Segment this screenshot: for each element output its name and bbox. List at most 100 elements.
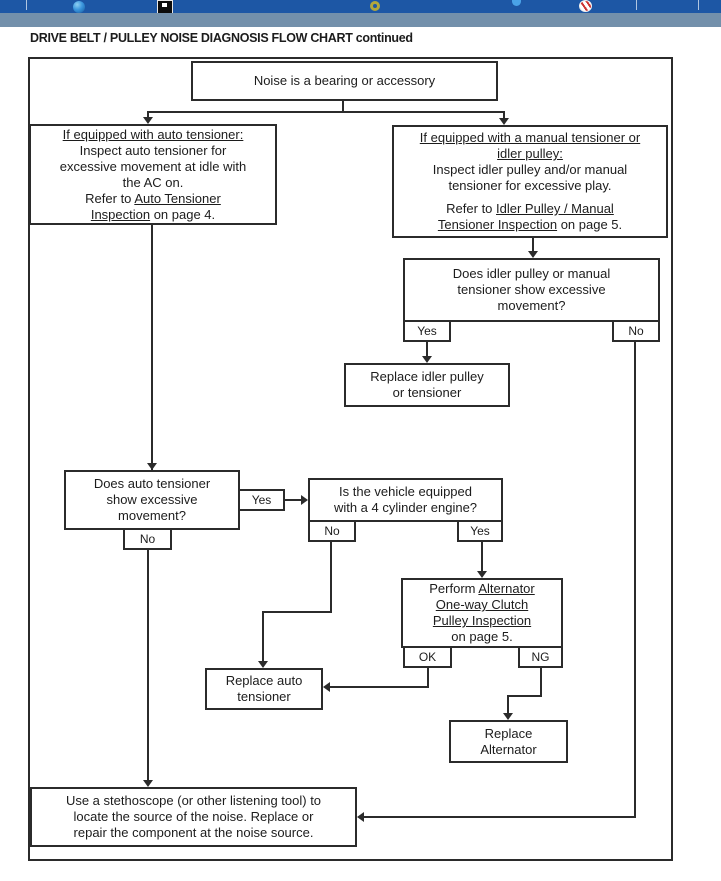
no-text: No	[628, 324, 644, 338]
replace-idler-line: Replace idler pulley	[370, 369, 484, 384]
auto-tensioner-inspection-link[interactable]: Inspection	[90, 206, 151, 222]
flow-connector	[507, 695, 542, 697]
flow-connector	[427, 666, 429, 688]
auto-branch-heading: If equipped with auto tensioner:	[62, 126, 244, 142]
manual-branch-heading: idler pulley:	[497, 146, 563, 161]
flow-connector	[532, 236, 534, 252]
alternator-inspection-box: Perform Alternator One-way Clutch Pulley…	[401, 578, 563, 648]
vehicle-no-label: No	[308, 520, 356, 542]
arrow-down-icon	[503, 713, 513, 720]
replace-idler-line: or tensioner	[392, 385, 462, 400]
document-icon[interactable]	[157, 0, 173, 13]
manual-branch-refer-line: Refer to Idler Pulley / Manual	[446, 201, 614, 217]
flow-connector	[540, 666, 542, 697]
stethoscope-line: Use a stethoscope (or other listening to…	[65, 793, 322, 808]
flow-connector	[481, 540, 483, 573]
idler-decision-line: Does idler pulley or manual	[452, 266, 611, 281]
no-text: No	[324, 524, 340, 538]
replace-auto-line: Replace auto	[225, 673, 303, 688]
auto-tensioner-inspection-link[interactable]: Auto Tensioner	[134, 190, 221, 206]
yes-text: Yes	[470, 524, 490, 538]
no-text: No	[139, 532, 156, 546]
flow-connector	[634, 341, 636, 818]
arrow-left-icon	[357, 812, 364, 822]
ng-text: NG	[531, 650, 550, 664]
auto-yes-label: Yes	[238, 489, 285, 511]
idler-no-label: No	[612, 320, 660, 342]
alternator-clutch-inspection-link[interactable]: Pulley Inspection	[432, 613, 532, 628]
auto-branch-line: excessive movement at idle with	[59, 158, 247, 174]
app-toolbar	[0, 0, 721, 13]
ring-icon[interactable]	[370, 1, 380, 11]
auto-decision-line: movement?	[118, 508, 186, 523]
manual-branch-heading: If equipped with a manual tensioner or	[419, 130, 641, 145]
toolbar-separator	[26, 0, 27, 10]
flow-connector	[262, 611, 264, 663]
flow-connector	[364, 816, 636, 818]
flow-connector	[342, 101, 344, 113]
globe-sphere-icon[interactable]	[73, 1, 85, 13]
arrow-down-icon	[422, 356, 432, 363]
toolbar-separator	[698, 0, 699, 10]
arrow-down-icon	[499, 118, 509, 125]
arrow-down-icon	[147, 463, 157, 470]
perform-text: Perform	[429, 581, 479, 596]
manual-tensioner-branch-box: If equipped with a manual tensioner or i…	[392, 125, 668, 238]
arrow-down-icon	[258, 661, 268, 668]
refer-text: Refer to	[85, 190, 135, 206]
stethoscope-line: repair the component at the noise source…	[73, 825, 314, 840]
idler-decision-line: tensioner show excessive	[457, 282, 606, 297]
stethoscope-instruction-box: Use a stethoscope (or other listening to…	[30, 787, 357, 847]
perform-text: on page 5.	[451, 629, 513, 644]
auto-branch-refer-line: Refer to Auto Tensioner	[85, 191, 221, 207]
ng-label: NG	[518, 646, 563, 668]
page-title: DRIVE BELT / PULLEY NOISE DIAGNOSIS FLOW…	[30, 31, 413, 45]
flow-connector	[147, 111, 505, 113]
auto-branch-refer-line: Inspection on page 4.	[91, 207, 215, 223]
flowchart-border	[28, 57, 673, 861]
flow-connector	[147, 111, 149, 118]
alternator-clutch-inspection-link[interactable]: One-way Clutch	[435, 597, 529, 612]
flow-connector	[330, 540, 332, 613]
auto-branch-line: Inspect auto tensioner for	[79, 142, 227, 158]
yes-text: Yes	[417, 324, 437, 338]
stethoscope-line: locate the source of the noise. Replace …	[73, 809, 314, 824]
toolbar-separator	[636, 0, 637, 10]
refer-text: on page 4.	[150, 206, 216, 222]
blue-dot-icon[interactable]	[512, 0, 521, 6]
auto-decision-line: Does auto tensioner	[93, 476, 211, 491]
arrow-down-icon	[143, 780, 153, 787]
vehicle-engine-decision-box: Is the vehicle equipped with a 4 cylinde…	[308, 478, 503, 522]
idler-pulley-inspection-link[interactable]: Idler Pulley / Manual	[496, 201, 614, 216]
idler-pulley-inspection-link[interactable]: Tensioner Inspection	[437, 217, 558, 232]
manual-branch-refer-line: Tensioner Inspection on page 5.	[438, 217, 622, 233]
auto-tensioner-decision-box: Does auto tensioner show excessive movem…	[64, 470, 240, 530]
striped-ball-icon[interactable]	[579, 0, 592, 12]
refer-text: Refer to	[446, 201, 497, 216]
auto-no-label: No	[123, 528, 172, 550]
ok-label: OK	[403, 646, 452, 668]
arrow-down-icon	[528, 251, 538, 258]
alternator-clutch-inspection-link[interactable]: Alternator	[478, 581, 535, 596]
arrow-down-icon	[143, 117, 153, 124]
idler-decision-box: Does idler pulley or manual tensioner sh…	[403, 258, 660, 322]
arrow-left-icon	[323, 682, 330, 692]
flow-connector	[147, 550, 149, 782]
manual-branch-line: tensioner for excessive play.	[448, 178, 612, 193]
auto-decision-line: show excessive	[106, 492, 198, 507]
perform-line: Perform Alternator	[429, 581, 535, 597]
noise-source-text: Noise is a bearing or accessory	[253, 73, 436, 88]
ok-text: OK	[418, 650, 437, 664]
idler-yes-label: Yes	[403, 320, 451, 342]
arrow-down-icon	[477, 571, 487, 578]
vehicle-decision-line: with a 4 cylinder engine?	[333, 500, 478, 515]
replace-alt-line: Alternator	[480, 741, 537, 757]
flow-connector	[283, 499, 303, 501]
replace-auto-line: tensioner	[237, 689, 291, 704]
auto-tensioner-branch-box: If equipped with auto tensioner: Inspect…	[29, 124, 277, 225]
toolbar-subbar	[0, 13, 721, 27]
yes-text: Yes	[251, 493, 272, 507]
vehicle-yes-label: Yes	[457, 520, 503, 542]
noise-source-box: Noise is a bearing or accessory	[191, 61, 498, 101]
vehicle-decision-line: Is the vehicle equipped	[339, 484, 472, 499]
